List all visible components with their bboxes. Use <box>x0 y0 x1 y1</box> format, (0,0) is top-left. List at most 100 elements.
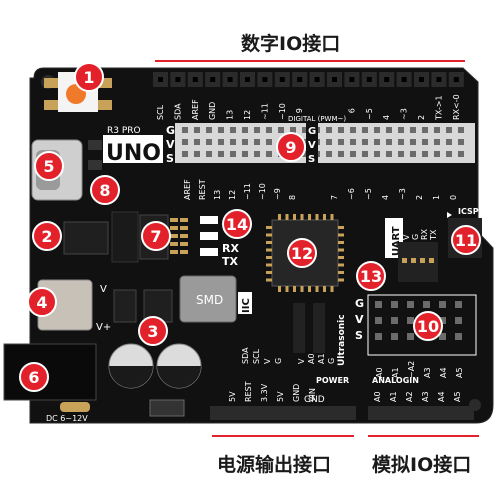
callout-marker-11 <box>451 225 481 255</box>
gvs-pin <box>302 151 308 157</box>
gvs-mid-label-bg <box>306 123 318 163</box>
analog-pin <box>439 317 446 324</box>
led-l-small <box>200 248 218 256</box>
callout-marker-2 <box>32 221 62 251</box>
digital-pin-label: TX->1 <box>434 95 443 121</box>
header-hole <box>332 77 337 82</box>
icsp-label: ICSP <box>458 207 479 216</box>
digital-pin-label-lower: 8 <box>288 195 297 200</box>
gvs-pin <box>218 151 224 157</box>
vplus-label: V+ <box>96 322 111 333</box>
analog-io-caption: 模拟IO接口 <box>372 454 472 476</box>
uart-pin-label: V <box>402 234 411 240</box>
callout-number: 9 <box>285 138 296 157</box>
digital-pin-label-lower: AREF <box>183 179 192 200</box>
header-hole <box>192 77 198 82</box>
gvs-pin <box>290 127 296 133</box>
gvs-pin <box>242 127 248 133</box>
gvs-pin <box>254 151 260 157</box>
analog-pin-label-bottom: A5 <box>453 391 462 402</box>
analog-pin-label-top: A5 <box>455 367 464 378</box>
gvs-pin <box>194 139 200 145</box>
led-tx-small <box>200 216 218 224</box>
gvs-label-g-left: G <box>166 124 175 137</box>
mcu-pin <box>293 214 296 220</box>
mcu-pin <box>278 286 281 292</box>
gvs-pin <box>326 127 332 133</box>
gvs-label-v-mid: V <box>308 140 316 151</box>
callout-number: 12 <box>291 244 313 263</box>
power-pin-label: 5V <box>228 391 237 402</box>
uart-header-pins <box>402 258 434 263</box>
gvs-pin <box>182 139 188 145</box>
gvs-label-s-left: S <box>166 152 174 165</box>
power-caption-overline <box>212 435 354 437</box>
gvs-pin <box>302 127 308 133</box>
dc-voltage-label: DC 6~12V <box>46 414 88 423</box>
gvs-pin <box>326 139 332 145</box>
callout-number: 3 <box>147 322 158 341</box>
analog-pin <box>375 333 382 340</box>
gvs-label-s-mid: S <box>308 154 315 165</box>
dc-barrel-jack <box>3 343 97 401</box>
power-pin-label: 5V <box>276 391 285 402</box>
chip-pin <box>170 250 178 254</box>
chip-pin <box>180 242 188 246</box>
power-header <box>210 406 356 420</box>
gvs-pin <box>266 139 272 145</box>
digital-pin-label: 4 <box>382 115 391 120</box>
analog-caption-overline <box>368 435 479 437</box>
chip-pin <box>180 234 188 238</box>
gvs-pin <box>410 139 416 145</box>
gvs-pin <box>398 127 404 133</box>
mcu-pin <box>338 278 344 282</box>
header-hole <box>384 77 390 82</box>
header-hole <box>279 77 285 82</box>
uart-pin-label: TX <box>429 229 438 241</box>
mcu-pin <box>338 241 344 244</box>
chip-resistor-array <box>111 211 139 263</box>
uart-pin <box>420 258 425 263</box>
gvs-pin <box>410 127 416 133</box>
gvs-pin <box>242 151 248 157</box>
iic-pin-label: V <box>263 358 272 364</box>
led-pad <box>92 100 112 110</box>
gvs-pin <box>362 127 368 133</box>
digital-pin-label-lower: ~9 <box>273 188 282 200</box>
digital-io-caption-underline <box>155 60 465 62</box>
gvs-pin <box>446 139 452 145</box>
header-hole <box>349 77 355 82</box>
gvs-pin <box>230 139 236 145</box>
mcu-pin <box>338 263 344 267</box>
led-rx-small <box>200 232 218 240</box>
digital-pin-label: 12 <box>243 110 252 120</box>
model-top-box <box>103 123 163 135</box>
callout-number: 4 <box>36 293 47 312</box>
uart-label: UART <box>391 226 402 256</box>
callout-marker-9 <box>276 132 306 162</box>
analog-pin <box>375 301 382 308</box>
analog-pin <box>439 333 446 340</box>
power-pin-label: 3.3V <box>260 383 269 402</box>
callout-marker-3 <box>138 316 168 346</box>
gvs-pin <box>422 151 428 157</box>
analog-pin-label-bottom: A0 <box>373 391 382 402</box>
uart-pin <box>402 258 407 263</box>
callout-marker-5 <box>34 151 64 181</box>
gvs-pin <box>182 127 188 133</box>
digital-pin-label-lower: 7 <box>330 195 339 200</box>
smd-component <box>88 160 102 170</box>
analog-pin-label-top: ~A2 <box>407 361 416 378</box>
icsp-arrow-icon <box>447 212 452 218</box>
gvs-pin <box>206 139 212 145</box>
digital-pin-label: ~5 <box>365 108 374 120</box>
analog-pin-label-bottom: A1 <box>389 391 398 402</box>
uart-pin-label: G <box>411 234 420 240</box>
mcu-pin <box>285 286 289 292</box>
usb-serial-chip <box>63 221 109 255</box>
digital-pin-label-lower: 12 <box>228 190 237 200</box>
analog-pin-label-top: A0 <box>375 367 384 378</box>
